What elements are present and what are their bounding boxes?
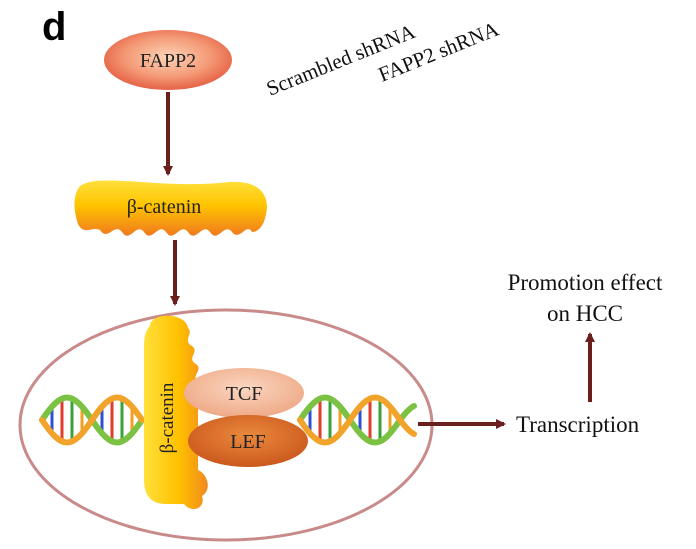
beta-catenin-nucleus-shape <box>144 315 208 510</box>
outcome-label-line1: Promotion effect <box>508 270 663 295</box>
beta-catenin-nucleus-label: β-catenin <box>157 382 178 453</box>
fapp2-label: FAPP2 <box>140 50 196 72</box>
lef-label: LEF <box>230 431 266 453</box>
beta-catenin-cytoplasm-shape <box>74 180 267 236</box>
transcription-label: Transcription <box>516 412 640 437</box>
fapp2-node <box>104 30 232 90</box>
dna-helix <box>39 394 417 446</box>
panel-label: d <box>42 5 66 49</box>
outcome-label-line2: on HCC <box>547 301 623 326</box>
tcf-node <box>184 368 304 418</box>
beta-catenin-cytoplasm-label: β-catenin <box>127 196 202 218</box>
tcf-label: TCF <box>226 383 263 405</box>
lef-node <box>188 415 308 467</box>
